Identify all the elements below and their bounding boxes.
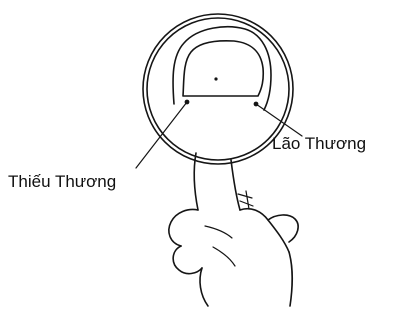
leader-line-lao-thuong [256,104,302,136]
leader-line-thieu-thuong [136,102,187,168]
label-thieu-thuong: Thiếu Thương [8,172,116,191]
thumb-tip-view [173,27,271,110]
nail-center-dot [214,77,217,80]
label-lao-thuong: Lão Thương [272,134,366,153]
hand [169,153,298,306]
